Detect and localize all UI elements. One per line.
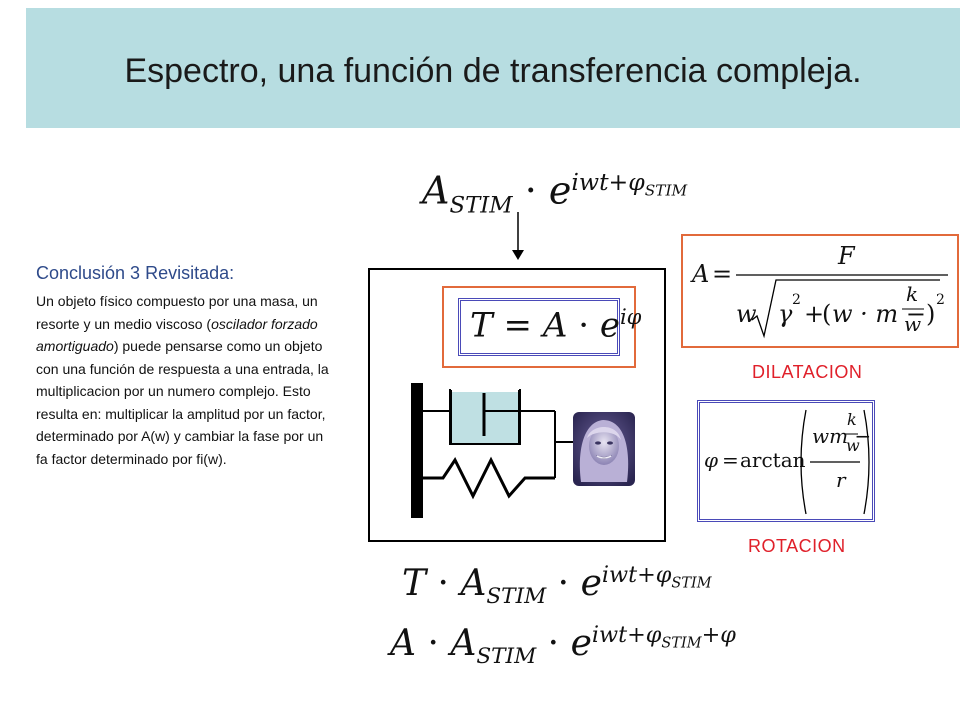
face-photo-icon	[573, 412, 635, 486]
rotation-frame	[697, 400, 875, 522]
dilation-frame	[681, 234, 959, 348]
dilation-label: DILATACION	[752, 362, 863, 382]
conclusion-text: Un objeto físico compuesto por una masa,…	[36, 293, 329, 467]
rotation-big-paren	[800, 409, 870, 515]
transfer-inner-frame	[458, 298, 620, 356]
mass-spring-damper-diagram	[411, 383, 573, 518]
conclusion-heading: Conclusión 3 Revisitada:	[36, 263, 235, 283]
transfer-equation: T = A · eiφ	[470, 304, 642, 346]
dilation-fraction-bar	[736, 274, 948, 276]
title-banner: Espectro, una función de transferencia c…	[26, 8, 960, 128]
rotation-equation: φ = arctan wm − k w r	[702, 404, 872, 520]
rotation-label: ROTACION	[748, 536, 846, 556]
spring-zigzag	[423, 456, 555, 500]
wall-bar	[411, 383, 423, 518]
down-arrow-icon	[512, 212, 524, 260]
system-frame	[368, 268, 666, 542]
dilation-equation: A = F w γ 2 + ( w · m − k w ) 2	[690, 242, 954, 342]
result-equation-2: A · ASTIM · eiwt+φSTIM+φ	[390, 622, 736, 670]
result-equation-1: T · ASTIM · eiwt+φSTIM	[402, 562, 712, 610]
slide-title: Espectro, una función de transferencia c…	[124, 52, 862, 90]
transfer-outer-frame	[442, 286, 636, 368]
k-over-w-bar	[902, 308, 924, 310]
stimulus-equation: ASTIM · eiwt+φSTIM	[422, 168, 688, 219]
sqrt-sign	[752, 279, 940, 339]
